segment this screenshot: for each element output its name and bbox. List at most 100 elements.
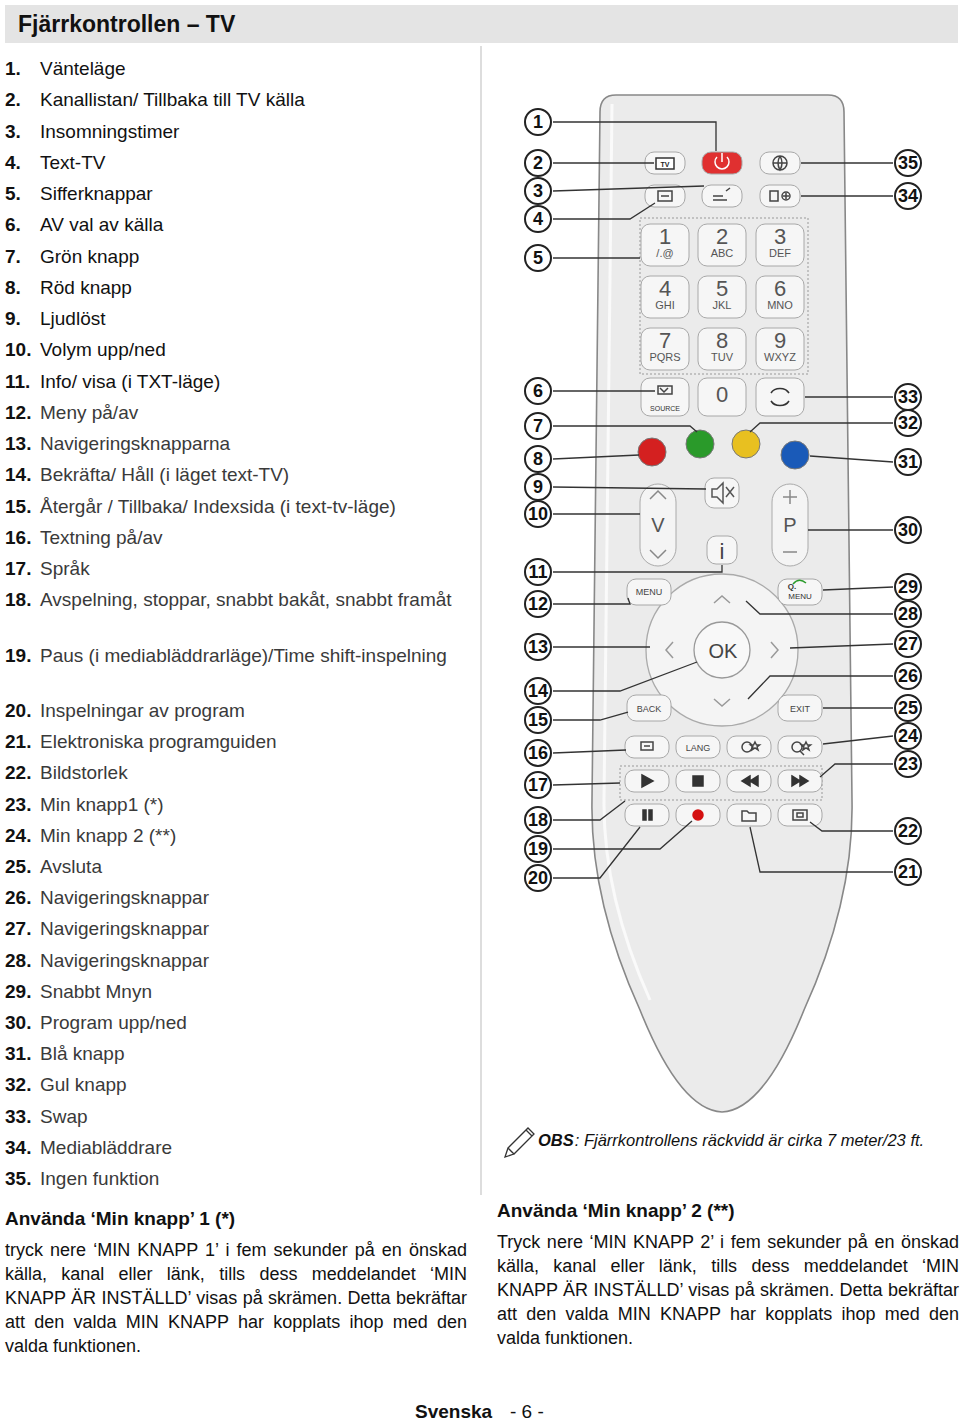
callout-number: 32 <box>894 409 922 437</box>
button-label: MENU <box>788 593 812 601</box>
record-icon <box>693 810 703 820</box>
remote-button <box>627 579 671 605</box>
remote-button <box>641 328 689 370</box>
color-button <box>732 430 760 458</box>
column-divider <box>481 46 482 1195</box>
leader-line <box>820 764 893 777</box>
section-heading: Använda ‘Min knapp’ 1 (*) <box>5 1207 235 1231</box>
button-group <box>625 152 822 826</box>
list-number: 18. <box>5 588 31 612</box>
remote-button <box>727 804 771 826</box>
callout-number: 30 <box>894 516 922 544</box>
callout-number: 23 <box>894 750 922 778</box>
remote-button <box>778 804 822 826</box>
program-signs <box>783 490 797 552</box>
callout-number: 19 <box>524 835 552 863</box>
leader-line <box>790 644 893 648</box>
list-number: 14. <box>5 463 31 487</box>
callout-number: 14 <box>524 677 552 705</box>
leader-line <box>808 529 893 530</box>
color-button <box>686 430 714 458</box>
list-item: Min knapp 2 (**) <box>40 824 455 848</box>
callout-number: 6 <box>524 377 552 405</box>
list-number: 1. <box>5 57 21 81</box>
favourite-icon <box>742 742 760 752</box>
button-label: 1 <box>659 226 671 248</box>
remote-button <box>641 276 689 318</box>
remote-button <box>702 185 742 207</box>
leader-line <box>810 822 893 831</box>
remote-button <box>698 328 746 370</box>
section-paragraph: tryck nere ‘MIN KNAPP 1’ i fem sekunder … <box>5 1238 467 1358</box>
remote-button <box>756 224 804 266</box>
rewind-icon <box>742 776 758 786</box>
callout-number: 26 <box>894 662 922 690</box>
list-item: Snabbt Mnyn <box>40 980 455 1004</box>
list-item: Program upp/ned <box>40 1011 455 1035</box>
list-number: 4. <box>5 151 21 175</box>
button-label: MNO <box>767 300 793 311</box>
callout-number: 5 <box>524 244 552 272</box>
list-item: Navigeringsknappar <box>40 886 455 910</box>
button-label: V <box>651 515 664 535</box>
button-label: PQRS <box>649 352 680 363</box>
list-number: 34. <box>5 1136 31 1160</box>
list-item: Paus (i mediabläddrarläge)/Time shift-in… <box>40 644 455 668</box>
list-item: AV val av källa <box>40 213 455 237</box>
list-item: Avspelning, stoppar, snabbt bakåt, snabb… <box>40 588 455 612</box>
list-number: 21. <box>5 730 31 754</box>
volume-arrows <box>650 491 666 558</box>
list-item: Återgår / Tillbaka/ Indexsida (i text-tv… <box>40 495 455 519</box>
nav-arrows <box>666 596 778 706</box>
button-label: LANG <box>686 744 711 753</box>
button-label: GHI <box>655 300 675 311</box>
callout-number: 17 <box>524 771 552 799</box>
list-number: 31. <box>5 1042 31 1066</box>
list-item: Röd knapp <box>40 276 455 300</box>
leader-line <box>553 662 697 691</box>
list-number: 35. <box>5 1167 31 1191</box>
callout-number: 25 <box>894 694 922 722</box>
remote-button <box>778 695 822 721</box>
remote-button <box>627 695 671 721</box>
button-label: 7 <box>659 330 671 352</box>
pause-icon <box>643 810 652 820</box>
list-item: Avsluta <box>40 855 455 879</box>
footer-language: Svenska <box>415 1401 492 1423</box>
leader-line <box>553 827 640 878</box>
remote-body <box>592 95 852 1112</box>
callout-number: 10 <box>524 500 552 528</box>
list-item: Ingen funktion <box>40 1167 455 1191</box>
leader-line <box>553 257 640 258</box>
list-number: 33. <box>5 1105 31 1129</box>
remote-button <box>641 378 689 416</box>
leader-lines <box>553 122 893 878</box>
list-item: Navigeringsknapparna <box>40 432 455 456</box>
list-item: Text-TV <box>40 151 455 175</box>
callout-number: 28 <box>894 600 922 628</box>
button-label: 3 <box>774 226 786 248</box>
icon-group <box>641 153 811 821</box>
callout-number: 11 <box>524 558 552 586</box>
button-label: i <box>720 541 725 563</box>
list-item: Bekräfta/ Håll (i läget text-TV) <box>40 463 455 487</box>
callout-number: 27 <box>894 630 922 658</box>
remote-button <box>702 152 742 174</box>
remote-button <box>625 804 669 826</box>
leader-line <box>801 195 893 196</box>
list-number: 13. <box>5 432 31 456</box>
list-item: Volym upp/ned <box>40 338 455 362</box>
callout-number: 16 <box>524 739 552 767</box>
pencil-icon <box>505 1128 534 1157</box>
remote-button <box>760 152 800 174</box>
subtitle-icon <box>641 742 653 750</box>
list-number: 5. <box>5 182 21 206</box>
list-item: Vänteläge <box>40 57 455 81</box>
button-label: MENU <box>636 588 663 597</box>
media-icon <box>770 191 790 201</box>
callout-number: 4 <box>524 205 552 233</box>
list-item: Navigeringsknappar <box>40 917 455 941</box>
button-label: DEF <box>769 248 791 259</box>
list-number: 3. <box>5 120 21 144</box>
remote-button <box>756 378 804 416</box>
